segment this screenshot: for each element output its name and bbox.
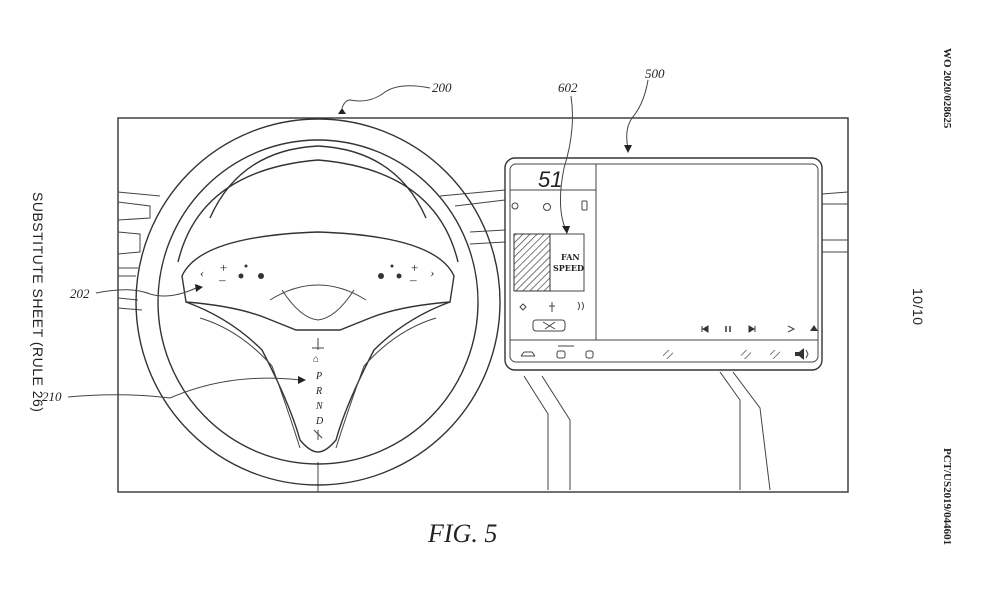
ref-label-500: 500 <box>645 66 665 81</box>
steering-wheel: ‹ + – + – › <box>135 118 501 486</box>
svg-text:‹: ‹ <box>200 265 204 280</box>
climate-icon <box>543 203 551 211</box>
fan-speed-fill <box>513 233 551 292</box>
svg-text:›: › <box>430 265 434 280</box>
diamond-icon <box>519 303 527 311</box>
ref-label-200: 200 <box>432 80 452 95</box>
fan-label-line1: FAN <box>561 252 580 262</box>
rear-defrost-icon <box>741 350 751 359</box>
gear-n: N <box>315 401 324 412</box>
temperature-readout: 51 <box>538 167 562 192</box>
svg-text:–: – <box>218 272 226 287</box>
car-icon <box>520 351 536 357</box>
right-wheel-controls: + – › <box>378 260 434 287</box>
seat-heat-right-icon <box>585 350 594 359</box>
svg-text:+: + <box>219 260 228 275</box>
svg-text:–: – <box>409 272 417 287</box>
skip-forward-icon <box>748 325 756 333</box>
ref-label-202: 202 <box>70 286 90 301</box>
ref-label-210: 210 <box>42 389 62 404</box>
center-display: 51 FAN SPEED <box>504 157 823 371</box>
leader-202 <box>95 287 197 297</box>
leader-200 <box>341 85 431 109</box>
fan-label-line2: SPEED <box>553 263 584 273</box>
gear-d: D <box>315 416 324 427</box>
speaker-icon <box>795 348 804 360</box>
bottom-bar-icons <box>520 348 809 360</box>
front-defrost-icon <box>770 350 780 359</box>
leader-210 <box>67 377 301 399</box>
document-number: WO 2020/028625 <box>941 48 953 129</box>
repeat-icon <box>787 325 796 333</box>
svg-text:+: + <box>410 260 419 275</box>
application-number: PCT/US2019/044601 <box>941 448 953 545</box>
figure-caption: FIG. 5 <box>427 519 497 548</box>
fan-hatch-icon <box>663 350 673 359</box>
leader-500 <box>626 79 649 149</box>
seat-icon <box>511 202 519 210</box>
phone-icon <box>581 200 588 211</box>
airflow-icon <box>549 302 555 312</box>
figure-frame <box>117 117 849 493</box>
reference-leaders <box>67 79 649 399</box>
dashboard-lines <box>117 189 849 492</box>
media-controls <box>701 325 818 333</box>
leader-602 <box>560 95 573 231</box>
page-number: 10/10 <box>910 288 926 326</box>
svg-text:⌂: ⌂ <box>313 354 319 365</box>
gear-r: R <box>315 386 322 397</box>
ref-label-602: 602 <box>558 80 578 95</box>
seat-heat-left-icon <box>556 350 566 359</box>
fan-speed-control: FAN SPEED <box>513 233 585 292</box>
gear-selector: ⌂ P R N D <box>313 354 324 440</box>
defrost-button <box>532 319 566 332</box>
eject-icon <box>810 325 818 331</box>
pause-icon <box>725 326 731 332</box>
gear-p: P <box>315 371 322 382</box>
skip-back-icon <box>701 325 709 333</box>
substitute-sheet-label: SUBSTITUTE SHEET (RULE 26) <box>30 192 46 412</box>
heater-icon <box>577 301 584 311</box>
left-wheel-controls: ‹ + – <box>200 260 264 287</box>
